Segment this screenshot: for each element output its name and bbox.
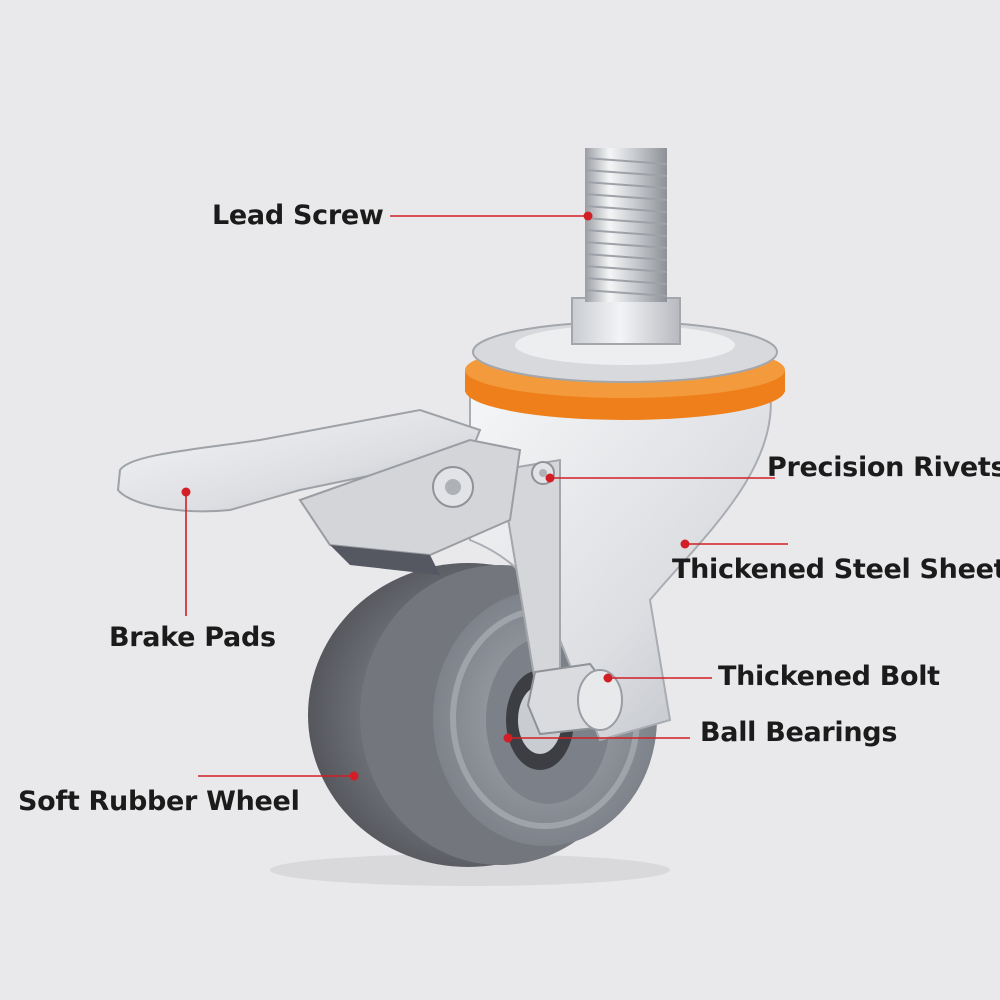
brake-pedal [116,408,482,513]
floor-shadow [270,854,670,886]
hex-nut [571,297,681,345]
label-thickened-steel-sheet: Thickened Steel Sheet [672,554,1000,585]
bolt-end [577,669,623,731]
label-brake-pads: Brake Pads [109,622,276,653]
leader-lines [181,211,788,781]
label-ball-bearings: Ball Bearings [700,717,898,748]
brake-underside [330,545,440,575]
label-thickened-bolt: Thickened Bolt [718,661,940,692]
label-lead-screw: Lead Screw [212,200,384,231]
label-precision-rivets: Precision Rivets [767,452,1000,483]
thread-lines [584,157,668,297]
label-soft-rubber-wheel: Soft Rubber Wheel [18,786,300,817]
brake-lever [116,408,555,575]
swivel-head [465,148,785,420]
